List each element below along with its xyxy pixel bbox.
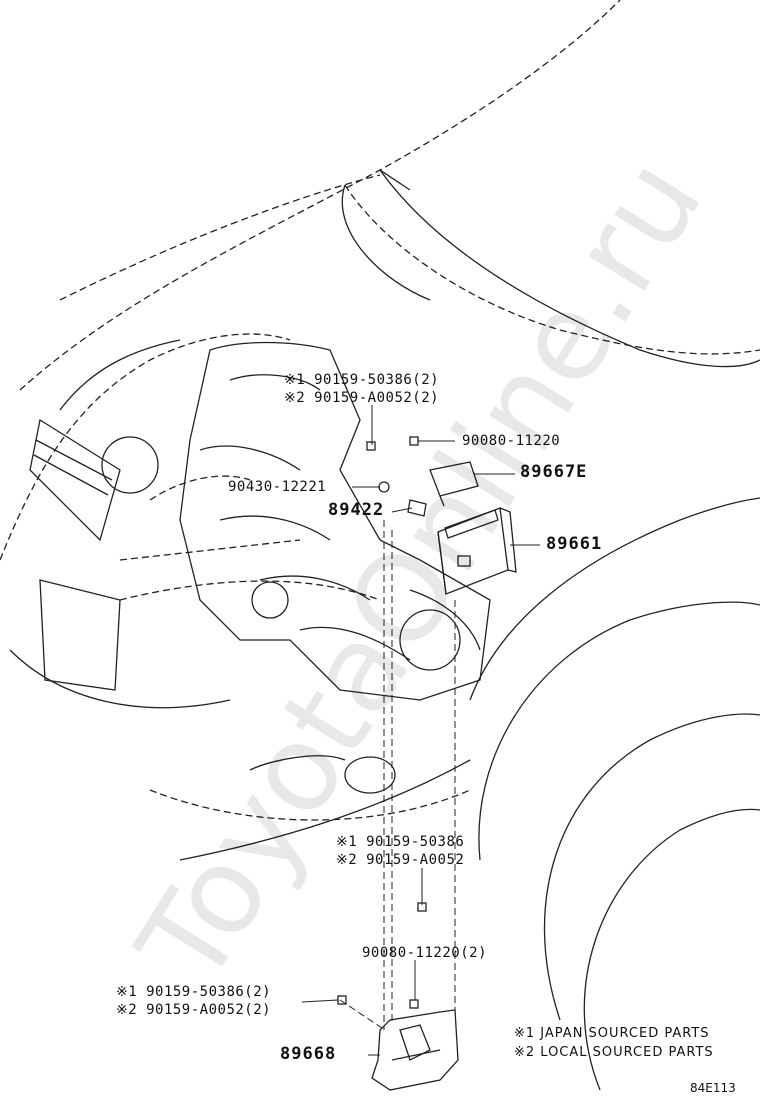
callout-89668: 89668 xyxy=(280,1044,337,1064)
bracket-89667e xyxy=(429,461,479,507)
callout-bolt-top-j: ※1 90159-50386(2) xyxy=(284,372,440,388)
diagram-code: 84E113 xyxy=(690,1081,736,1095)
engine-block xyxy=(119,341,491,701)
callout-89661: 89661 xyxy=(546,534,603,554)
callout-gasket-90430: 90430-12221 xyxy=(228,479,327,495)
ecu-89661 xyxy=(437,507,517,595)
callout-bolt-low-l: ※2 90159-A0052(2) xyxy=(116,1002,272,1018)
callout-bolt-90080-2: 90080-11220(2) xyxy=(362,945,488,961)
bolts xyxy=(337,436,427,1009)
hood-outline xyxy=(0,0,760,561)
callout-bolt-mid-l: ※2 90159-A0052 xyxy=(336,852,465,868)
callout-bolt-mid-j: ※1 90159-50386 xyxy=(336,834,465,850)
callout-bolt-90080: 90080-11220 xyxy=(462,433,561,449)
front-grille xyxy=(9,418,381,709)
fender-wheel xyxy=(149,497,760,1091)
callout-89422: 89422 xyxy=(328,500,385,520)
callout-bolt-top-l: ※2 90159-A0052(2) xyxy=(284,390,440,406)
bracket-89668 xyxy=(371,1009,459,1091)
leader-lines xyxy=(301,405,540,1056)
callout-89667e: 89667E xyxy=(520,462,588,482)
legend-local-sourced: ※2 LOCAL SOURCED PARTS xyxy=(514,1045,714,1060)
legend-japan-sourced: ※1 JAPAN SOURCED PARTS xyxy=(514,1026,710,1041)
callout-bolt-low-j: ※1 90159-50386(2) xyxy=(116,984,272,1000)
sensor-89422 xyxy=(378,481,427,517)
